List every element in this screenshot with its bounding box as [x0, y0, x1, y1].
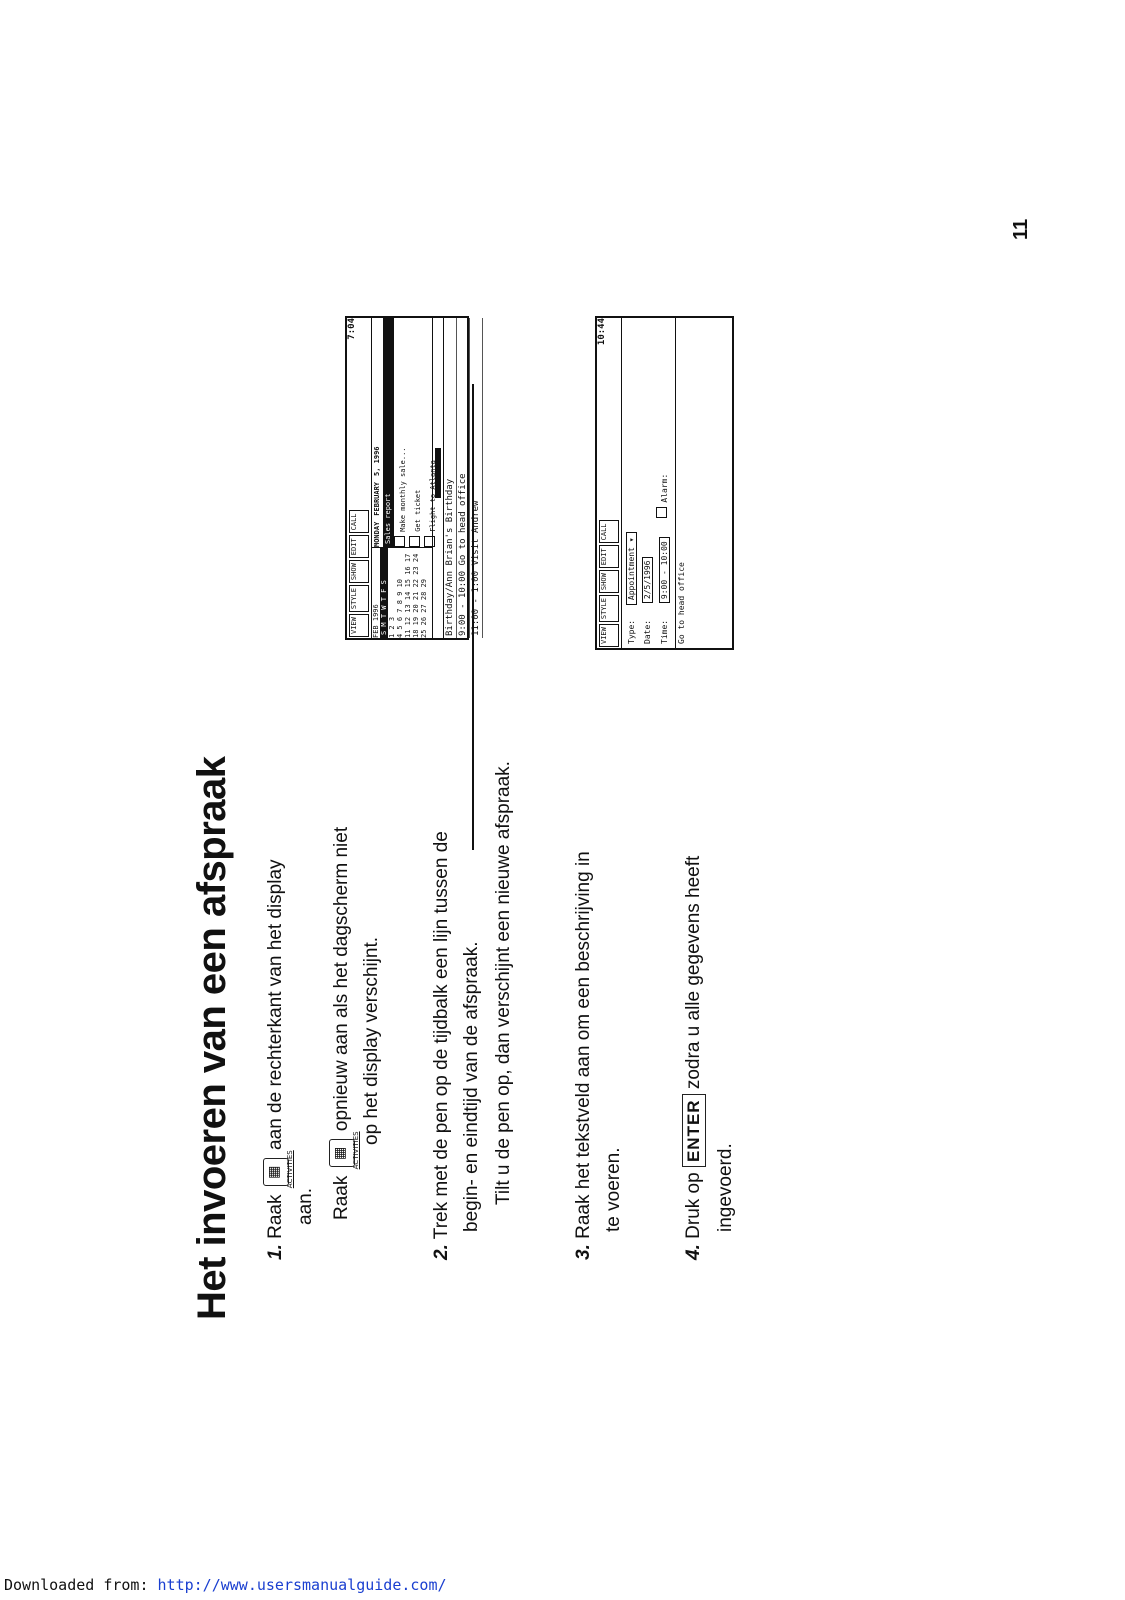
- download-prefix: Downloaded from:: [4, 1576, 158, 1594]
- toolbar-style[interactable]: STYLE: [599, 595, 619, 623]
- event-row[interactable]: 9:00 - 10:00 Go to head office: [457, 318, 470, 638]
- toolbar-call[interactable]: CALL: [349, 510, 369, 534]
- step-1: 1. Raak ▦ACTIVITIES aan de rechterkant v…: [262, 859, 294, 1260]
- time-label: Time:: [660, 619, 669, 644]
- step-number: 1.: [265, 1244, 286, 1260]
- step-number: 4.: [683, 1244, 704, 1260]
- step-4-line2: ingevoerd.: [712, 1143, 740, 1232]
- todo-item[interactable]: Make monthly sale...: [394, 318, 409, 547]
- enter-key[interactable]: ENTER: [682, 1094, 706, 1168]
- calendar-week: 18 19 20 21 22 23 24: [412, 553, 420, 638]
- note-text: Raak: [331, 1175, 352, 1220]
- step-text: te voeren.: [603, 1147, 624, 1233]
- date-label: Date:: [643, 619, 652, 644]
- note-text: opnieuw aan als het dagscherm niet: [331, 826, 352, 1132]
- date-month: FEBRUARY: [373, 481, 381, 516]
- date-field[interactable]: 2/5/1996: [642, 556, 653, 604]
- download-footer: Downloaded from: http://www.usersmanualg…: [4, 1576, 447, 1594]
- step-text: Trek met de pen op de tijdbalk een lijn …: [431, 831, 452, 1240]
- date-day: 5, 1996: [373, 446, 381, 476]
- step-1-note: Raak ▦ACTIVITIES opnieuw aan als het dag…: [328, 826, 360, 1220]
- step-3-line2: te voeren.: [600, 1148, 628, 1233]
- step-2: 2. Trek met de pen op de tijdbalk een li…: [428, 831, 456, 1260]
- alarm-checkbox[interactable]: Alarm:: [656, 474, 669, 519]
- calendar-week: 11 12 13 14 15 16 17: [404, 553, 412, 638]
- toolbar-call[interactable]: CALL: [599, 520, 619, 544]
- step-3: 3. Raak het tekstveld aan om een beschri…: [570, 851, 598, 1260]
- toolbar-view[interactable]: VIEW: [349, 614, 369, 637]
- activities-button-icon[interactable]: ▦ACTIVITIES: [262, 1150, 294, 1188]
- step-text: aan.: [295, 1188, 316, 1225]
- step-text: Druk op: [683, 1172, 704, 1239]
- step-1-line2: aan.: [292, 1188, 320, 1225]
- step-text: Raak het tekstveld aan om een beschrijvi…: [573, 851, 594, 1239]
- calendar-year: 1996: [372, 604, 380, 622]
- toolbar-style[interactable]: STYLE: [349, 585, 369, 613]
- calendar-week: 1 2 3: [388, 616, 396, 638]
- activities-button-icon[interactable]: ▦ACTIVITIES: [328, 1131, 360, 1169]
- step-1-note-line2: op het display verschijnt.: [358, 937, 386, 1145]
- calendar-month: FEB: [372, 625, 380, 638]
- download-link[interactable]: http://www.usersmanualguide.com/: [157, 1576, 447, 1594]
- todo-item[interactable]: Get ticket: [409, 318, 424, 547]
- type-label: Type:: [627, 619, 636, 644]
- step-text: aan de rechterkant van het display: [265, 859, 286, 1150]
- toolbar-edit[interactable]: EDIT: [599, 545, 619, 569]
- step-text: begin- en eindtijd van de afspraak.: [461, 941, 482, 1232]
- day-name: MONDAY: [373, 521, 381, 547]
- description-field[interactable]: Go to head office: [675, 318, 728, 648]
- screen-toolbar: VIEW STYLE SHOW EDIT CALL 10:44: [597, 318, 622, 648]
- clock: 10:44: [597, 318, 607, 346]
- type-select[interactable]: Appointment ▾: [626, 532, 637, 606]
- step-2-note: Tilt u de pen op, dan verschijnt een nie…: [490, 761, 518, 1205]
- toolbar-show[interactable]: SHOW: [599, 570, 619, 594]
- screen-toolbar: VIEW STYLE SHOW EDIT CALL 7:04: [347, 318, 372, 638]
- step-text: zodra u alle gegevens heeft: [683, 855, 704, 1090]
- todo-item[interactable]: Sales report: [383, 318, 394, 547]
- page-number: 11: [1010, 218, 1032, 240]
- step-number: 2.: [431, 1244, 452, 1260]
- page-title: Het invoeren van een afspraak: [190, 756, 234, 1320]
- calendar-weekdays: S M T W T F S: [380, 548, 388, 638]
- day-view-screen: VIEW STYLE SHOW EDIT CALL 7:04 FEB 1996 …: [345, 316, 483, 640]
- step-text: ingevoerd.: [715, 1143, 736, 1232]
- toolbar-view[interactable]: VIEW: [599, 624, 619, 647]
- event-row[interactable]: 11:00 - 1:00 Visit Andrew: [470, 318, 483, 638]
- clock: 7:04: [347, 318, 357, 340]
- calendar-week: 25 26 27 28 29: [420, 578, 428, 638]
- step-4: 4. Druk op ENTER zodra u alle gegevens h…: [680, 856, 708, 1260]
- time-field[interactable]: 9:00 - 10:00: [659, 537, 670, 604]
- step-2-line2: begin- en eindtijd van de afspraak.: [458, 942, 486, 1232]
- note-text: op het display verschijnt.: [361, 936, 382, 1145]
- toolbar-edit[interactable]: EDIT: [349, 535, 369, 559]
- calendar-week: 4 5 6 7 8 9 10: [396, 578, 404, 638]
- note-text: Tilt u de pen op, dan verschijnt een nie…: [493, 761, 514, 1205]
- event-row[interactable]: Birthday/Ann Brian's Birthday: [444, 318, 457, 638]
- pointer-line: [472, 384, 474, 850]
- toolbar-show[interactable]: SHOW: [349, 560, 369, 584]
- appointment-entry-screen: VIEW STYLE SHOW EDIT CALL 10:44 Type: Ap…: [595, 316, 734, 650]
- step-number: 3.: [573, 1244, 594, 1260]
- step-text: Raak: [265, 1194, 286, 1239]
- month-calendar[interactable]: FEB 1996 S M T W T F S 1 2 3 4 5 6 7 8 9…: [372, 547, 432, 638]
- time-bar[interactable]: [433, 318, 444, 638]
